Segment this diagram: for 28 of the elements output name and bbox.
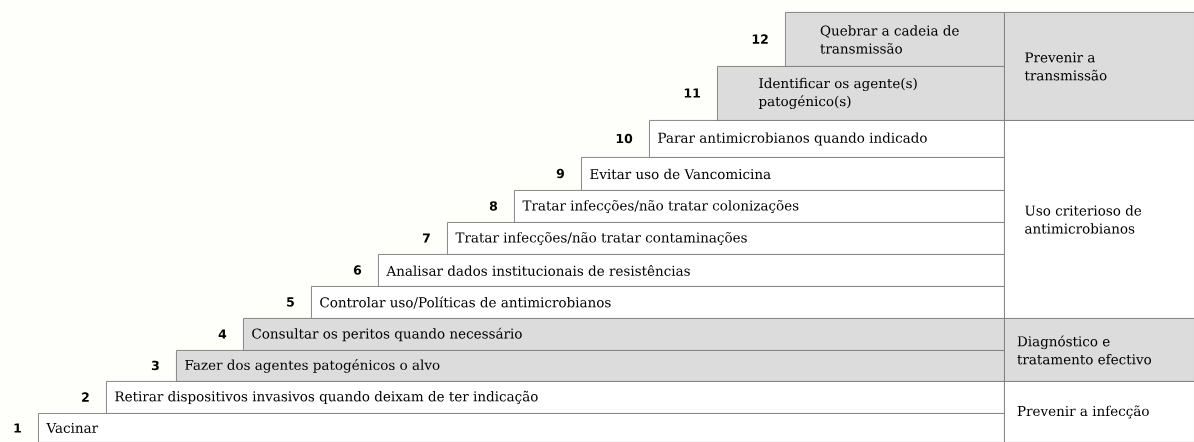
step-box: Controlar uso/Políticas de antimicrobianos	[311, 286, 1005, 319]
step-number: 12	[752, 34, 768, 44]
step-number: 8	[489, 201, 498, 211]
category-box: Diagnóstico e tratamento efectivo	[1004, 318, 1194, 382]
step-number: 4	[218, 329, 227, 339]
step-number: 6	[353, 265, 362, 275]
step-box: Quebrar a cadeia de transmissão	[785, 12, 1005, 67]
step-box: Identificar os agente(s) patogénico(s)	[717, 66, 1005, 121]
node-label: Diagnóstico e tratamento efectivo	[1017, 335, 1152, 365]
category-box: Prevenir a infecção	[1004, 381, 1194, 442]
node-label: Prevenir a transmissão	[1024, 52, 1107, 81]
node-label: Prevenir a infecção	[1017, 405, 1149, 419]
step-box: Tratar infecções/não tratar contaminações	[447, 222, 1005, 255]
step-box: Vacinar	[38, 413, 1005, 442]
category-box: Uso criterioso de antimicrobianos	[1004, 120, 1194, 319]
step-number: 1	[14, 423, 21, 433]
step-number: 7	[422, 233, 430, 243]
step-box: Evitar uso de Vancomicina	[581, 157, 1005, 191]
step-number: 10	[616, 133, 633, 144]
step-number: 2	[82, 392, 89, 402]
step-box: Tratar infecções/não tratar colonizações	[514, 190, 1005, 223]
step-box: Parar antimicrobianos quando indicado	[649, 120, 1005, 158]
category-box: Prevenir a transmissão	[1004, 12, 1194, 121]
step-number: 9	[556, 168, 564, 179]
step-box: Analisar dados institucionais de resistências	[378, 254, 1005, 287]
step-number: 5	[287, 297, 294, 307]
step-number: 11	[684, 88, 700, 98]
step-number: 3	[151, 360, 159, 371]
